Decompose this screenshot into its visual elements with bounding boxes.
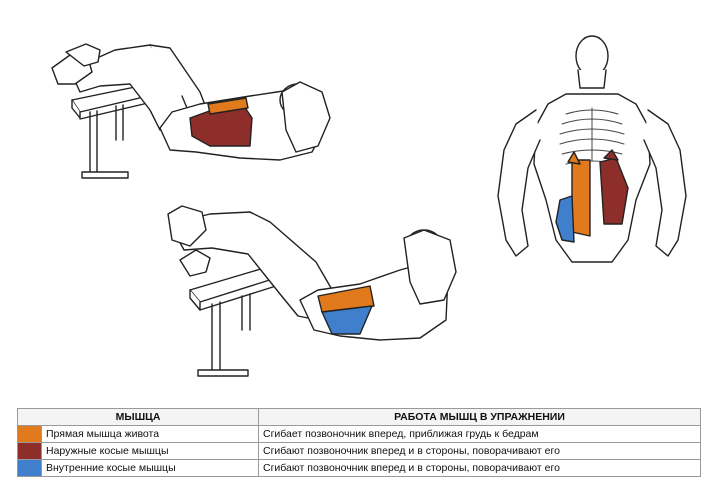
swatch-external xyxy=(18,443,41,459)
swatch-rectus xyxy=(18,426,41,442)
arm-right-anatomy xyxy=(643,109,687,257)
internal-oblique-anatomy xyxy=(555,195,575,243)
muscle-name: Наружные косые мышцы xyxy=(41,442,259,460)
color-swatch xyxy=(17,442,42,460)
anatomy-front xyxy=(497,35,687,263)
header-muscle: МЫШЦА xyxy=(17,408,259,426)
rectus-bottom xyxy=(317,285,375,313)
table-row: Прямая мышца живота Сгибает позвоночник … xyxy=(17,425,701,443)
muscle-name: Прямая мышца живота xyxy=(41,425,259,443)
rectus-top xyxy=(207,97,249,115)
feet-bottom xyxy=(167,205,207,247)
rectus-anatomy xyxy=(571,159,591,237)
arm-left-anatomy xyxy=(497,109,541,257)
table-header-row: МЫШЦА РАБОТА МЫШЦ В УПРАЖНЕНИИ xyxy=(17,408,701,426)
color-swatch xyxy=(17,425,42,443)
muscle-work: Сгибает позвоночник вперед, приближая гр… xyxy=(258,425,701,443)
muscle-work: Сгибают позвоночник вперед и в стороны, … xyxy=(258,442,701,460)
header-work: РАБОТА МЫШЦ В УПРАЖНЕНИИ xyxy=(258,408,701,426)
figure-crunch-top xyxy=(51,43,331,179)
table-row: Наружные косые мышцы Сгибают позвоночник… xyxy=(17,442,701,460)
color-swatch xyxy=(17,459,42,477)
muscle-work: Сгибают позвоночник вперед и в стороны, … xyxy=(258,459,701,477)
exercise-illustration xyxy=(51,35,687,377)
swatch-internal xyxy=(18,460,41,476)
bench-top xyxy=(71,85,149,179)
internal-bottom xyxy=(321,305,373,335)
figure-crunch-bottom xyxy=(167,205,457,377)
table-row: Внутренние косые мышцы Сгибают позвоночн… xyxy=(17,459,701,477)
ribcage xyxy=(559,107,625,165)
bench-bottom xyxy=(189,267,277,377)
muscle-table: МЫШЦА РАБОТА МЫШЦ В УПРАЖНЕНИИ Прямая мы… xyxy=(17,408,701,477)
muscle-name: Внутренние косые мышцы xyxy=(41,459,259,477)
